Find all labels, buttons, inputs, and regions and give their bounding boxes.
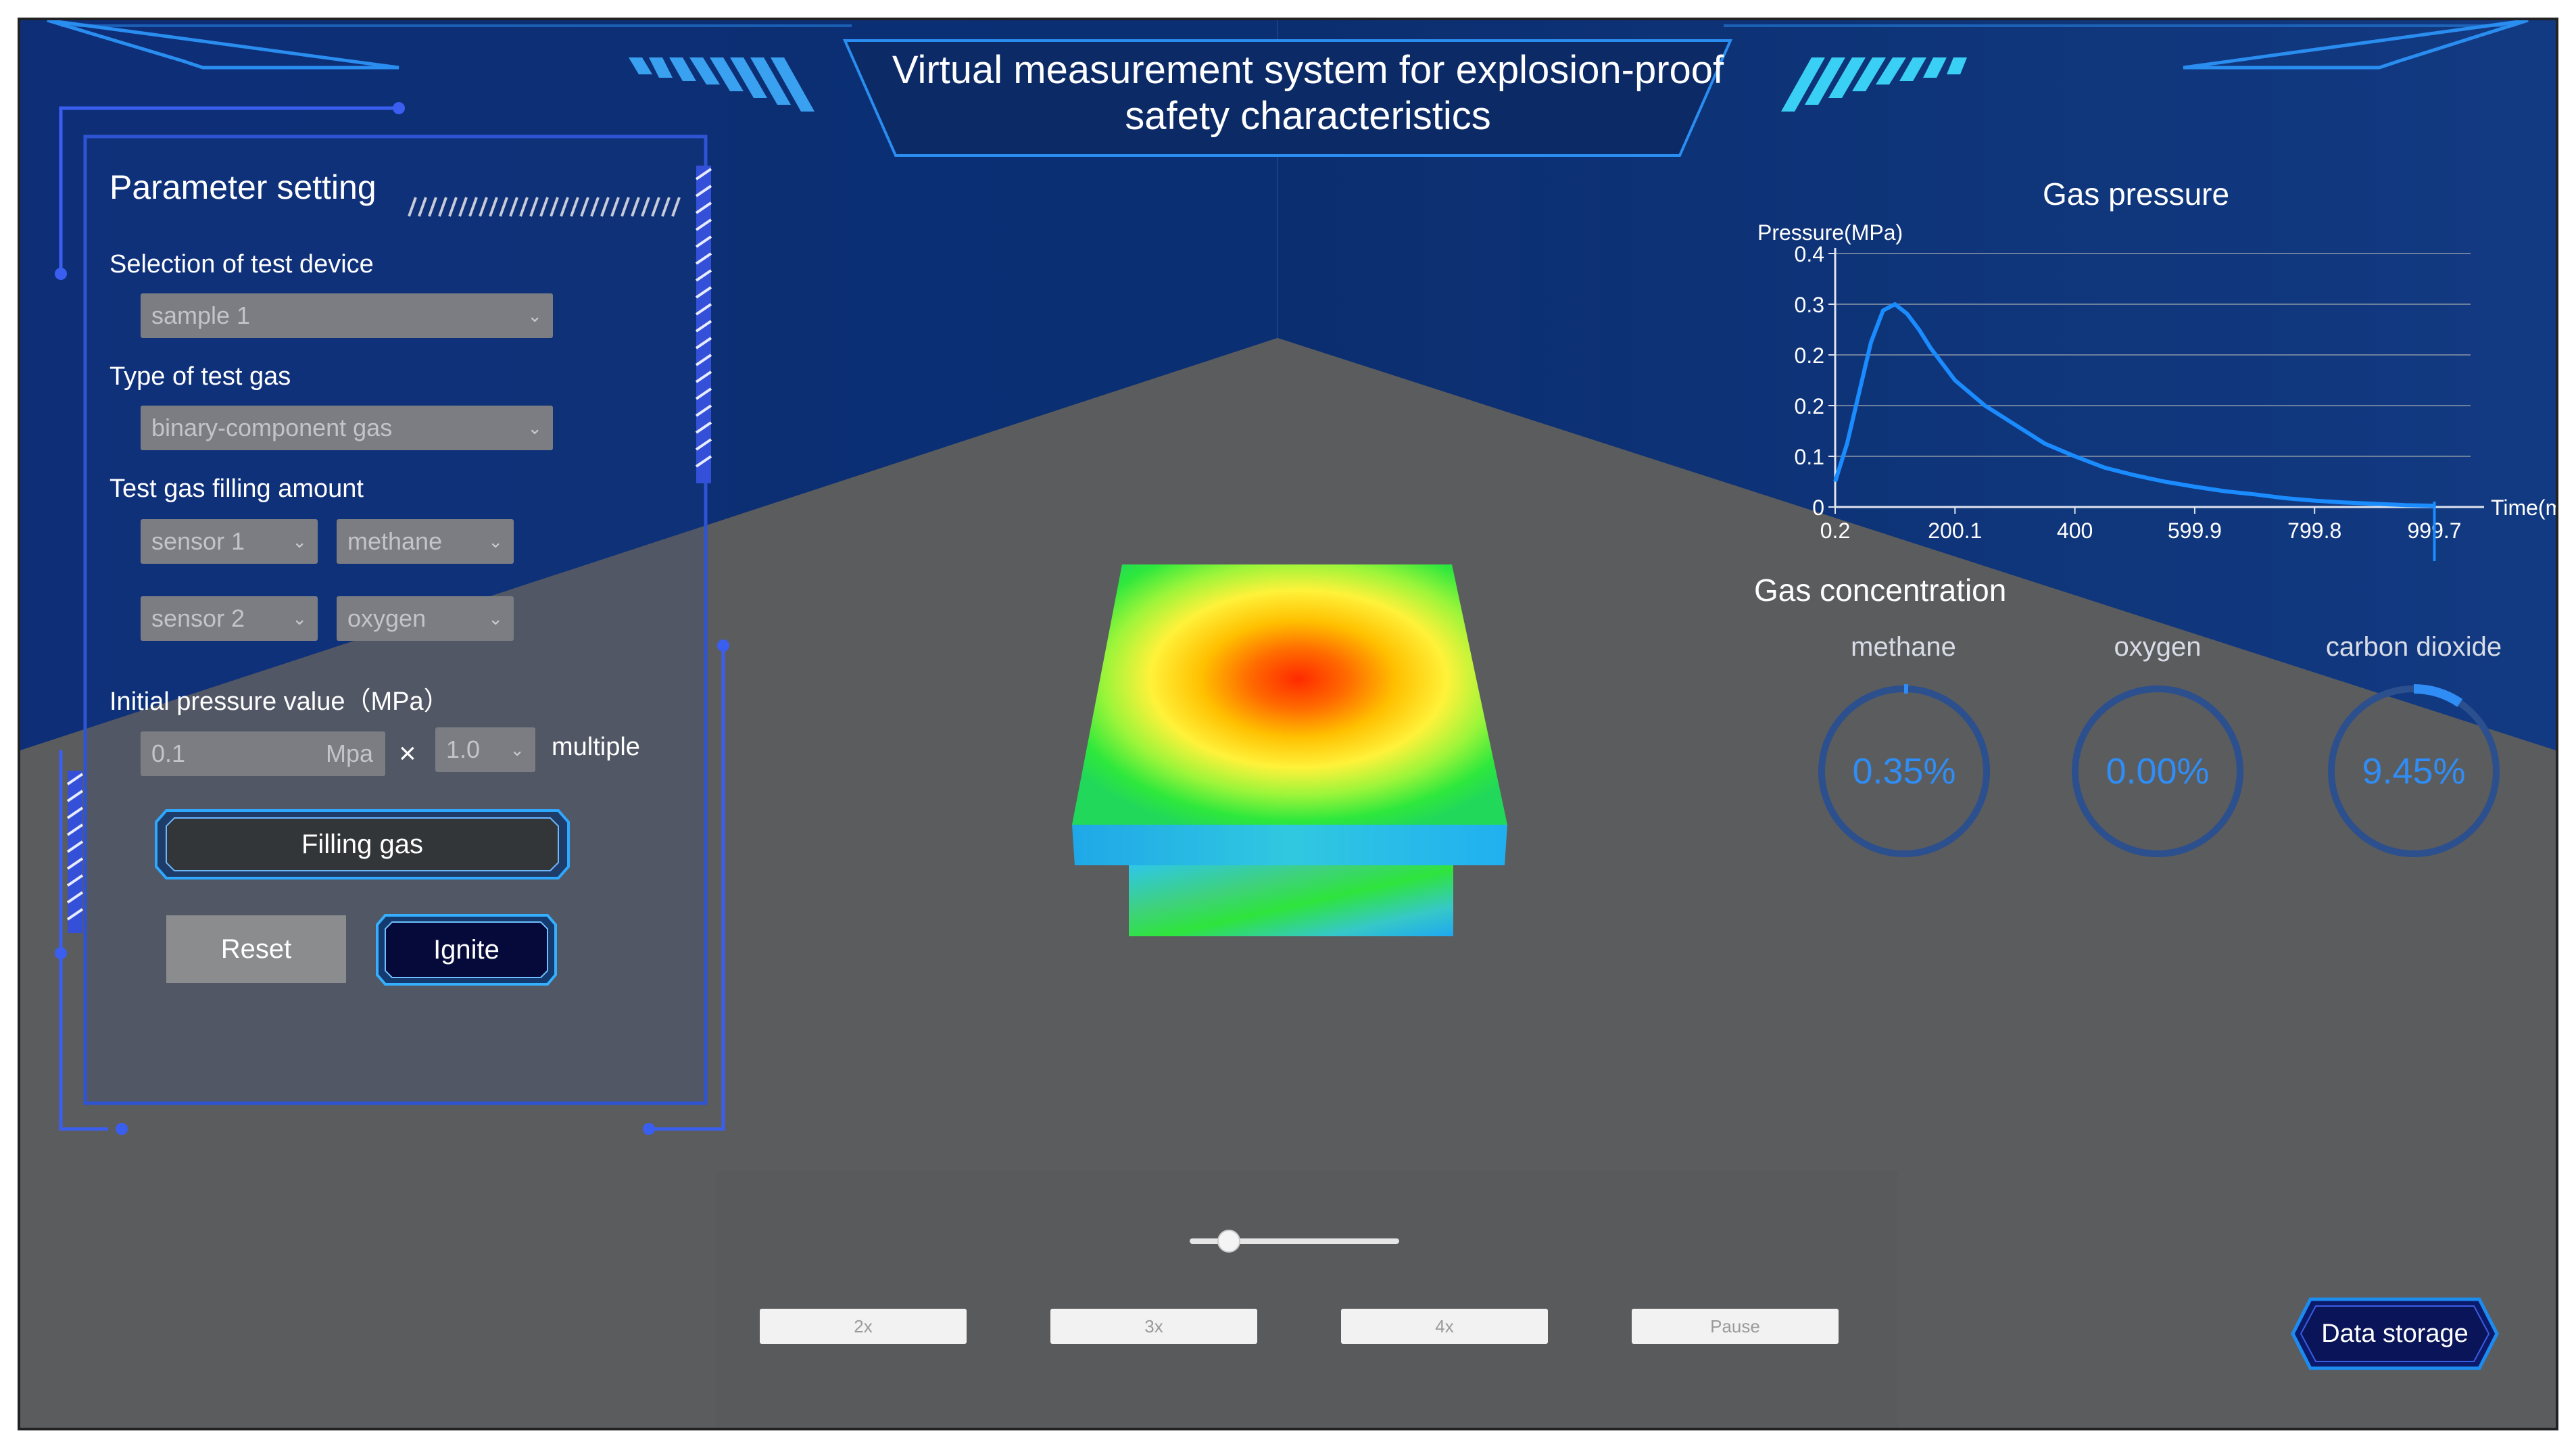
gas-concentration-title: Gas concentration (1754, 573, 2007, 608)
filling-gas-button[interactable]: Filling gas (301, 829, 424, 859)
y-tick-label: 0.1 (1795, 445, 1824, 469)
x-tick-label: 200.1 (1928, 518, 1982, 543)
multiple-label: multiple (552, 733, 640, 761)
gauge-value-oxygen: 0.00% (2106, 751, 2210, 792)
y-tick-label: 0.2 (1795, 394, 1824, 418)
x-tick-label: 400 (2057, 518, 2093, 543)
playback-control-bar (716, 1171, 1898, 1428)
gas-type-label: Type of test gas (110, 362, 291, 391)
device-select[interactable]: sample 1 ⌄ (141, 293, 553, 338)
chevron-down-icon: ⌄ (292, 531, 307, 552)
slider-thumb[interactable] (1217, 1230, 1241, 1253)
times-sign: × (399, 737, 416, 770)
y-tick-label: 0.4 (1795, 242, 1824, 266)
gauge-label-oxygen: oxygen (2114, 632, 2202, 662)
app-title: Virtual measurement system for explosion… (892, 48, 1724, 138)
data-storage-button[interactable]: Data storage (2321, 1320, 2469, 1348)
speed-4x-button[interactable]: 4x (1341, 1309, 1548, 1344)
reset-button[interactable]: Reset (166, 915, 346, 983)
data-storage-button-shape (2291, 1297, 2499, 1370)
pressure-input[interactable]: 0.1 Mpa (141, 731, 385, 776)
device-label: Selection of test device (110, 250, 374, 279)
chart-title: Gas pressure (2042, 176, 2230, 212)
y-tick-label: 0.3 (1795, 293, 1824, 317)
x-tick-label: 799.8 (2287, 518, 2341, 543)
gauge-value-carbon-dioxide: 9.45% (2362, 751, 2466, 792)
gas-type-select[interactable]: binary-component gas ⌄ (141, 406, 553, 450)
sensor2-gas-select[interactable]: oxygen ⌄ (337, 596, 514, 641)
sensor2-select[interactable]: sensor 2 ⌄ (141, 596, 318, 641)
speed-slider[interactable] (1190, 1228, 1399, 1255)
chevron-down-icon: ⌄ (488, 531, 503, 552)
panel-title: Parameter setting (110, 168, 376, 206)
ignite-button[interactable]: Ignite (433, 935, 500, 965)
multiple-select[interactable]: 1.0 ⌄ (435, 727, 535, 772)
gauge-ring-carbon-dioxide (2327, 684, 2501, 859)
y-tick-label: 0 (1812, 496, 1824, 520)
filling-gas-button-shape (155, 809, 570, 879)
gauge-label-carbon-dioxide: carbon dioxide (2325, 632, 2502, 662)
pause-button[interactable]: Pause (1632, 1309, 1839, 1344)
chevron-down-icon: ⌄ (292, 608, 307, 629)
filling-label: Test gas filling amount (110, 475, 364, 503)
y-axis-label: Pressure(MPa) (1757, 220, 1903, 245)
speed-3x-button[interactable]: 3x (1050, 1309, 1257, 1344)
speed-2x-button[interactable]: 2x (760, 1309, 967, 1344)
x-axis-label: Time(ms) (2491, 496, 2558, 520)
gauge-value-methane: 0.35% (1852, 751, 1956, 792)
y-tick-label: 0.2 (1795, 343, 1824, 368)
x-tick-label: 599.9 (2168, 518, 2222, 543)
pressure-label: Initial pressure value（MPa） (110, 687, 449, 716)
app-window: Virtual measurement system for explosion… (18, 18, 2558, 1430)
x-tick-label: 0.2 (1820, 518, 1850, 543)
gauge-ring-methane (1817, 684, 1991, 859)
sensor1-gas-select[interactable]: methane ⌄ (337, 519, 514, 564)
gauge-label-methane: methane (1851, 632, 1956, 662)
chevron-down-icon: ⌄ (527, 418, 542, 438)
gauge-ring-oxygen (2070, 684, 2245, 859)
pressure-unit: Mpa (325, 740, 373, 767)
sensor1-select[interactable]: sensor 1 ⌄ (141, 519, 318, 564)
chevron-down-icon: ⌄ (488, 608, 503, 629)
pressure-line (1833, 302, 2435, 508)
ignite-button-shape (376, 914, 557, 986)
slider-track (1190, 1238, 1399, 1244)
chevron-down-icon: ⌄ (510, 740, 525, 760)
chevron-down-icon: ⌄ (527, 306, 542, 326)
